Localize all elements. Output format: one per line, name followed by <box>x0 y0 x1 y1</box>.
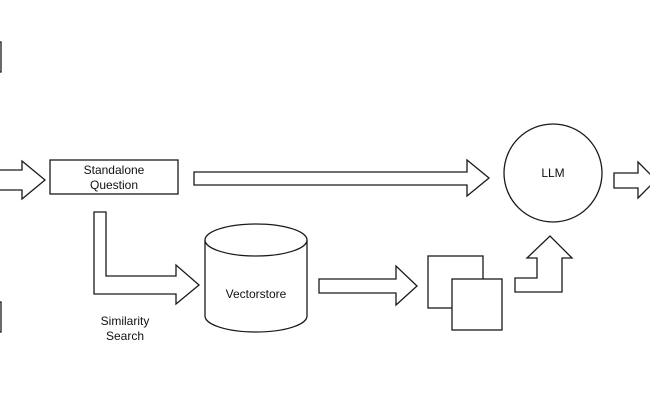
left-partial-box-bottom <box>0 301 2 333</box>
standalone-question-box <box>49 159 179 195</box>
similarity-search-label: Similarity Search <box>70 314 180 344</box>
arrow-standalone-to-vectorstore <box>93 211 201 306</box>
arrow-llm-out <box>613 160 650 200</box>
vectorstore-cylinder <box>204 223 308 333</box>
llm-circle <box>503 123 603 223</box>
arrow-in-to-standalone <box>0 159 47 201</box>
similarity-search-line2: Search <box>105 329 145 343</box>
left-partial-box-top <box>0 41 2 73</box>
standalone-question-line2: Question <box>89 178 139 192</box>
vectorstore-label: Vectorstore <box>225 287 287 301</box>
arrow-documents-to-llm <box>514 235 574 293</box>
standalone-question-line1: Standalone <box>83 163 145 177</box>
arrow-standalone-to-llm <box>193 158 491 198</box>
similarity-search-line1: Similarity <box>100 314 150 328</box>
standalone-question-label: Standalone Question <box>50 163 178 193</box>
document-front <box>451 278 503 331</box>
llm-label: LLM <box>541 166 565 180</box>
arrow-vectorstore-to-documents <box>318 264 418 307</box>
